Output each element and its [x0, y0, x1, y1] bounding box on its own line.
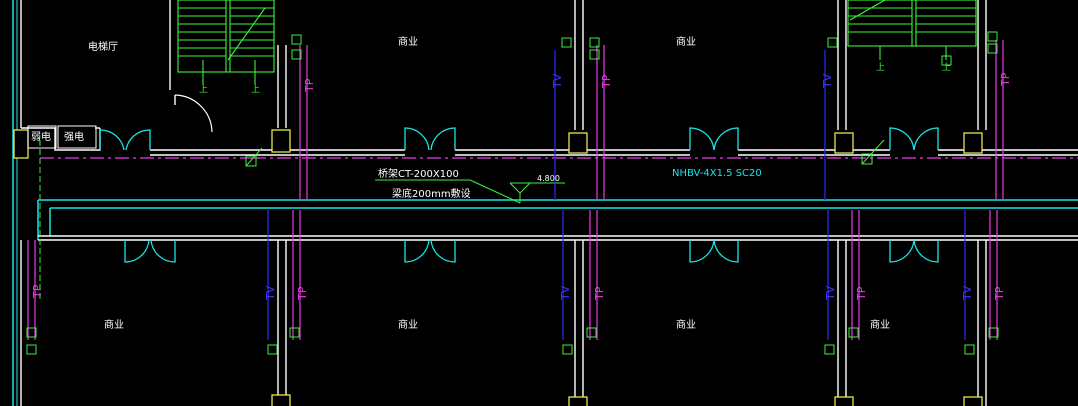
- room-label-shop-6: 商业: [870, 318, 890, 331]
- room-label-weak-power: 弱电: [31, 130, 51, 143]
- stair-left-up-label: 上: [199, 84, 208, 95]
- room-label-shop-4: 商业: [398, 318, 418, 331]
- electrical-rooms: [27, 125, 97, 149]
- tp-tag-lower-3: TP: [593, 286, 606, 301]
- tp-tag-upper-1: TP: [303, 78, 316, 93]
- columns: [13, 129, 983, 406]
- tp-tag-lower-2: TP: [296, 286, 309, 301]
- lower-walls: [277, 240, 987, 406]
- tv-tag-lower-3: TV: [824, 285, 837, 301]
- tv-tag-lower-4: TV: [961, 285, 974, 301]
- tp-tag-lower-5: TP: [993, 286, 1006, 301]
- stair-left: [177, 0, 275, 85]
- tp-tag-lower-4: TP: [855, 286, 868, 301]
- tv-tag-lower-1: TV: [264, 285, 277, 301]
- tp-tag-lower-1: TP: [31, 284, 44, 299]
- stair-right-up-label-2: 上: [942, 62, 951, 73]
- tp-tag-upper-2: TP: [600, 74, 613, 89]
- corridor-bands: [37, 199, 1078, 241]
- tv-tag-upper-1: TV: [551, 73, 564, 89]
- room-label-strong-power: 强电: [64, 130, 84, 143]
- room-label-shop-3: 商业: [104, 318, 124, 331]
- stair-right-up-label: 上: [876, 62, 885, 73]
- tv-tag-lower-2: TV: [559, 285, 572, 301]
- tray-junction-right: [861, 153, 873, 165]
- cable-spec-label: NHBV-4X1.5 SC20: [672, 168, 762, 179]
- upper-risers: [299, 40, 1004, 200]
- tray-install-note: 梁底200mm敷设: [392, 187, 471, 200]
- room-label-shop-2: 商业: [676, 35, 696, 48]
- tv-tag-upper-2: TV: [821, 73, 834, 89]
- tray-junction-left: [245, 155, 257, 167]
- left-curtain-wall: [12, 0, 22, 406]
- stair-left-up-label-2: 上: [251, 84, 260, 95]
- tray-spec-label: 桥架CT-200X100: [378, 168, 459, 180]
- stair-right: [847, 0, 977, 60]
- room-label-shop-5: 商业: [676, 318, 696, 331]
- outlet-symbols: [26, 31, 999, 355]
- room-label-elevator-hall: 电梯厅: [88, 40, 118, 53]
- upper-walls: [169, 0, 987, 130]
- lower-doors: [124, 239, 939, 263]
- elevation-label: 4.800: [537, 174, 560, 183]
- upper-doors: [99, 127, 939, 151]
- elevator-hall-door: [174, 94, 213, 133]
- upper-corridor-wall: [21, 127, 1078, 156]
- room-label-shop-1: 商业: [398, 35, 418, 48]
- tp-tag-upper-3: TP: [999, 72, 1012, 87]
- tray-annotation-leader: [375, 179, 565, 204]
- lower-risers: [27, 210, 998, 340]
